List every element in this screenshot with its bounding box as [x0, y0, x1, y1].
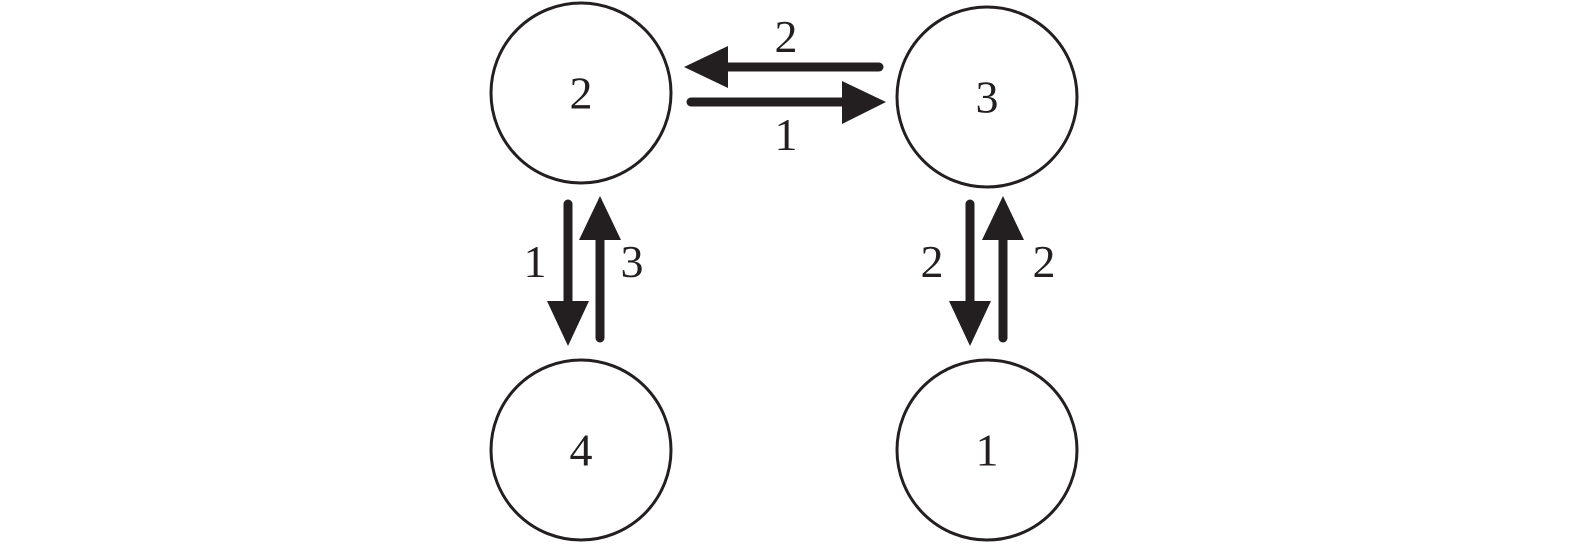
node-2-label: 2 — [570, 68, 593, 119]
edge-3-to-2-label: 2 — [775, 11, 798, 62]
edge-3-to-2: 2 — [684, 11, 884, 88]
edge-2-to-3-label: 1 — [775, 109, 798, 160]
edge-2-to-4-arrowhead — [547, 301, 589, 346]
node-4-label: 4 — [570, 425, 593, 476]
node-3: 3 — [895, 5, 1079, 189]
node-3-label: 3 — [976, 72, 999, 123]
edge-3-to-1-label: 2 — [921, 236, 944, 287]
edge-4-to-2-label: 3 — [621, 236, 644, 287]
edge-4-to-2: 3 — [579, 196, 644, 343]
edge-4-to-2-arrowhead — [579, 196, 621, 240]
edge-1-to-3-arrowhead — [982, 196, 1024, 240]
edge-2-to-3: 1 — [686, 81, 886, 160]
edge-2-to-4: 1 — [524, 199, 589, 346]
edge-2-to-3-arrowhead — [842, 81, 886, 124]
edge-3-to-1-arrowhead — [949, 301, 991, 346]
node-1: 1 — [895, 358, 1079, 542]
node-4: 4 — [489, 358, 673, 542]
edge-2-to-4-label: 1 — [524, 236, 547, 287]
node-1-circle — [895, 358, 1079, 542]
node-2-circle — [489, 1, 673, 185]
edge-1-to-3: 2 — [982, 196, 1056, 343]
edge-3-to-2-arrowhead — [684, 46, 728, 88]
edge-1-to-3-label: 2 — [1033, 236, 1056, 287]
node-3-circle — [895, 5, 1079, 189]
node-1-label: 1 — [976, 425, 999, 476]
node-4-circle — [489, 358, 673, 542]
node-2: 2 — [489, 1, 673, 185]
edge-3-to-1: 2 — [921, 199, 991, 346]
